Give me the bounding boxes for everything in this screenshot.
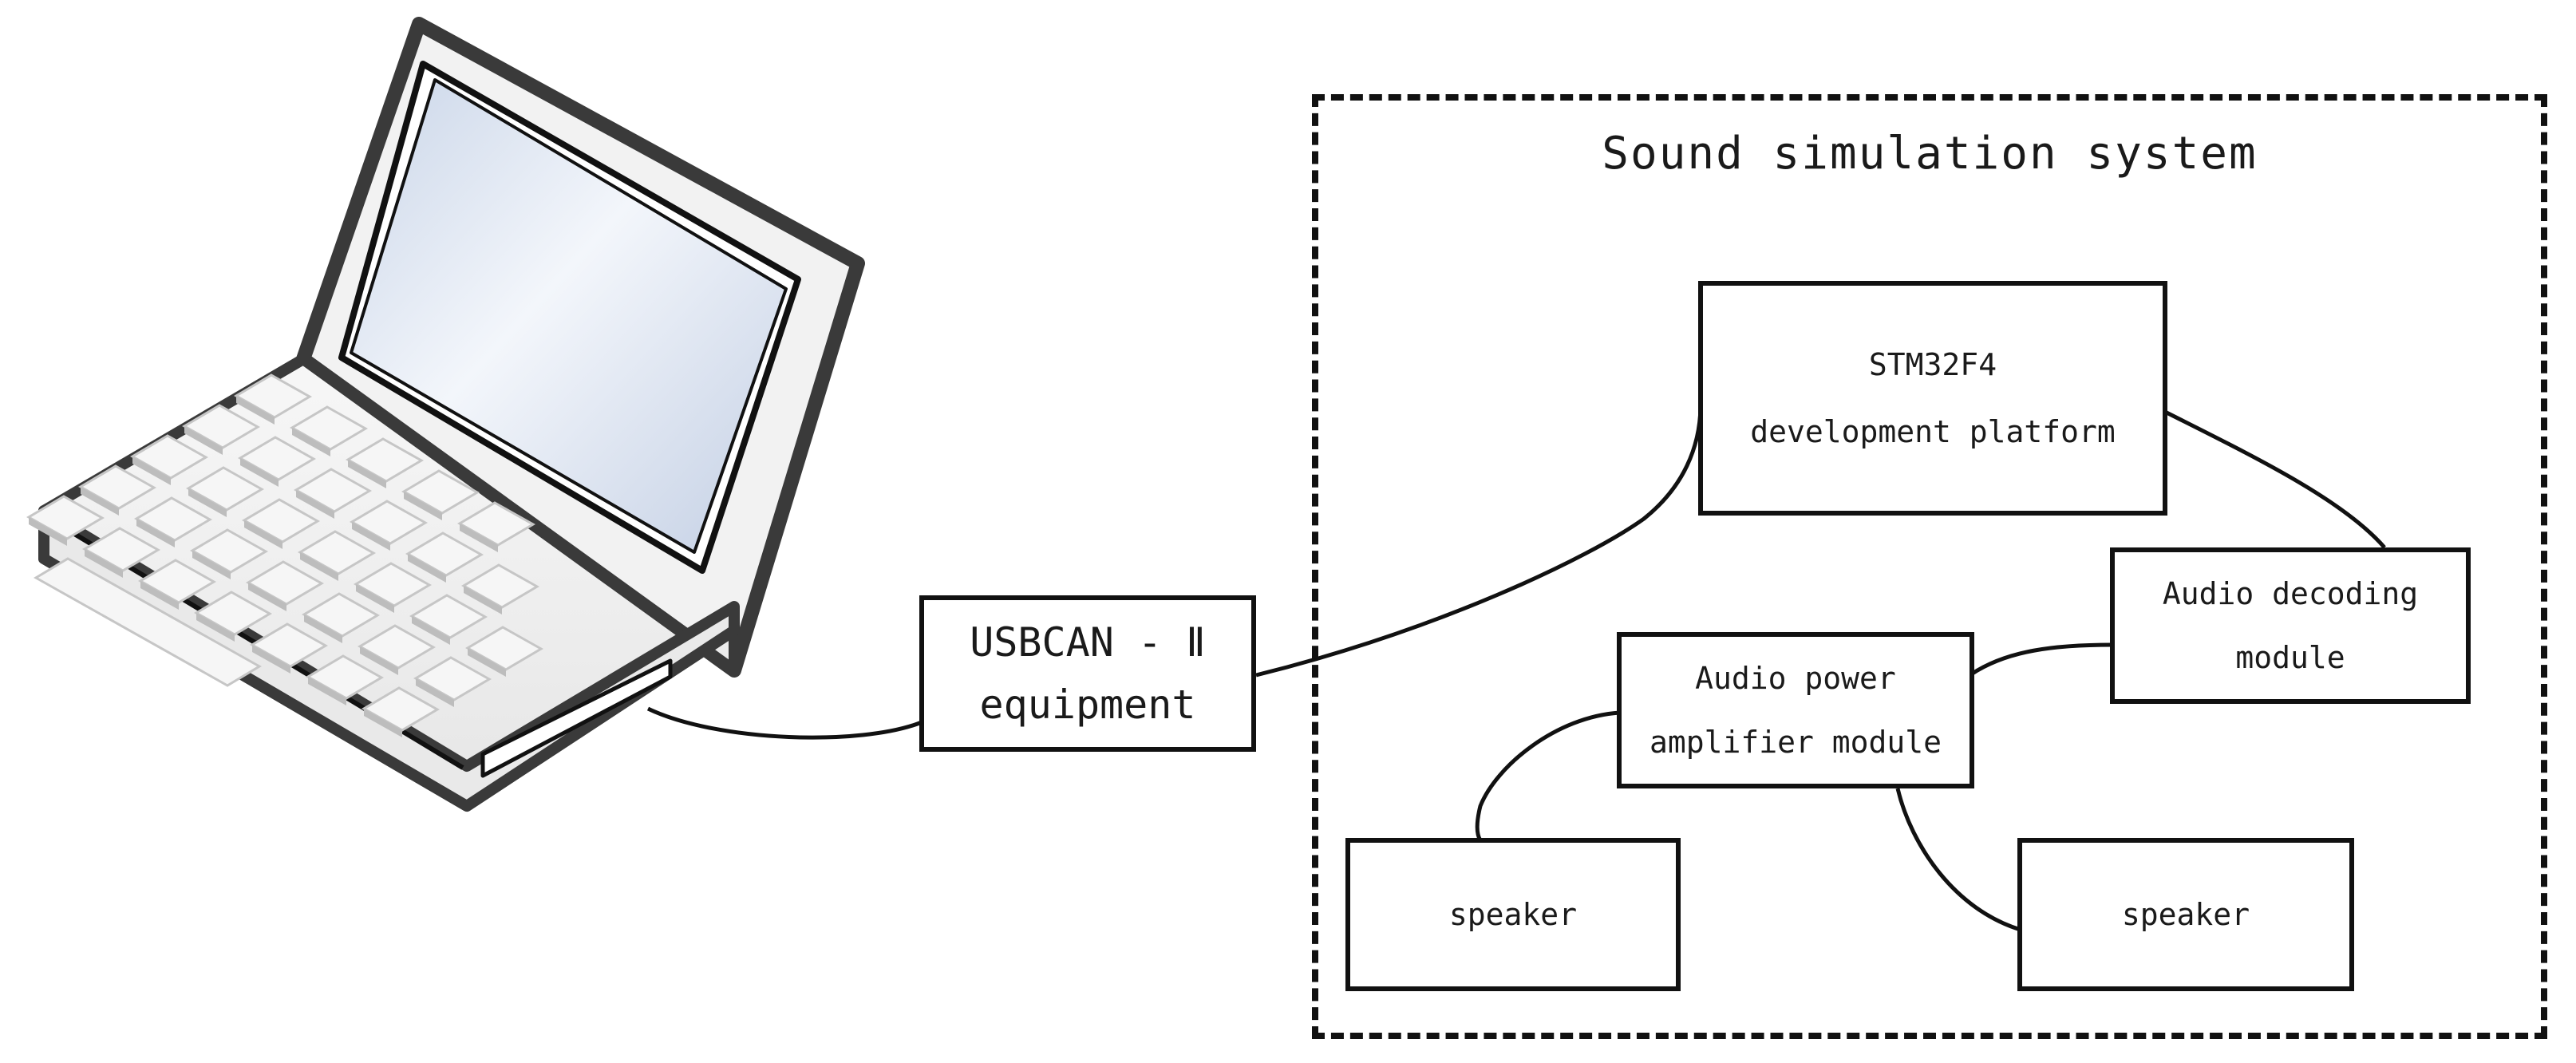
keyboard-key-edge (196, 613, 235, 642)
keyboard-key-edge (236, 396, 275, 425)
keyboard-key-edge (304, 614, 342, 643)
keyboard-spacebar (34, 557, 262, 687)
keyboard-key-edge (132, 456, 171, 485)
keyboard-key-edge (140, 581, 179, 610)
audio-decoding-module-box: Audio decoding module (2110, 547, 2471, 704)
speaker-left-label: speaker (1448, 897, 1578, 932)
audio-amplifier-module-box: Audio power amplifier module (1617, 632, 1974, 788)
stm32-platform-box: STM32F4 development platform (1698, 281, 2167, 516)
keyboard-key-edge (468, 648, 506, 677)
keyboard-key-edge (460, 524, 498, 552)
decoder-label-line2: module (2235, 640, 2345, 675)
stm32-label-line2: development platform (1750, 414, 2116, 449)
keyboard-key-edge (184, 426, 223, 455)
connector-decoder-amplifier (1970, 642, 2113, 677)
keyboard-key-edge (360, 646, 398, 675)
keyboard-key-edge (416, 678, 454, 707)
keyboard-key-edge (136, 519, 175, 547)
connector-stm32-decoder (2163, 409, 2386, 549)
keyboard-key-edge (404, 492, 442, 520)
keyboard-key-edge (348, 460, 386, 488)
keyboard-key-edge (81, 487, 119, 516)
system-title: Sound simulation system (1602, 128, 2258, 180)
keyboard-key-edge (248, 583, 286, 611)
amplifier-label-line1: Audio power (1695, 661, 1896, 696)
usbcan-label-line1: USBCAN - Ⅱ (970, 619, 1206, 666)
keyboard-key-edge (464, 586, 502, 614)
keyboard-key-edge (364, 709, 402, 737)
sound-simulation-system-frame (1312, 94, 2547, 1039)
keyboard-key-edge (188, 488, 227, 517)
keyboard-key-edge (244, 520, 282, 549)
keyboard-key-edge (408, 554, 446, 583)
connector-laptop-usbcan (646, 706, 923, 740)
keyboard-key-edge (352, 522, 390, 551)
keyboard-key-edge (192, 551, 231, 579)
connector-usbcan-stm32 (1255, 406, 1703, 678)
amplifier-label-line2: amplifier module (1649, 725, 1942, 760)
stm32-label-line1: STM32F4 (1868, 347, 1997, 382)
keyboard-key-edge (296, 490, 334, 519)
keyboard-key-edge (252, 645, 290, 674)
laptop-keyboard (26, 373, 544, 737)
usbcan-equipment-box: USBCAN - Ⅱ equipment (919, 595, 1256, 752)
keyboard-key-edge (300, 552, 338, 581)
keyboard-key-edge (412, 616, 450, 645)
laptop-lid (296, 17, 865, 678)
connector-amplifier-speaker-left (1475, 710, 1621, 842)
speaker-left-box: speaker (1345, 838, 1681, 991)
keyboard-key-edge (29, 517, 67, 546)
keyboard-key-edge (356, 584, 394, 613)
keyboard-key-edge (240, 458, 279, 487)
keyboard-key-edge (292, 428, 330, 456)
decoder-label-line1: Audio decoding (2162, 576, 2419, 611)
keyboard-key-edge (308, 677, 346, 705)
connector-amplifier-speaker-right (1895, 788, 2021, 932)
speaker-right-label: speaker (2121, 897, 2250, 932)
usbcan-label-line2: equipment (979, 682, 1196, 728)
keyboard-key-edge (85, 549, 123, 578)
speaker-right-box: speaker (2017, 838, 2354, 991)
